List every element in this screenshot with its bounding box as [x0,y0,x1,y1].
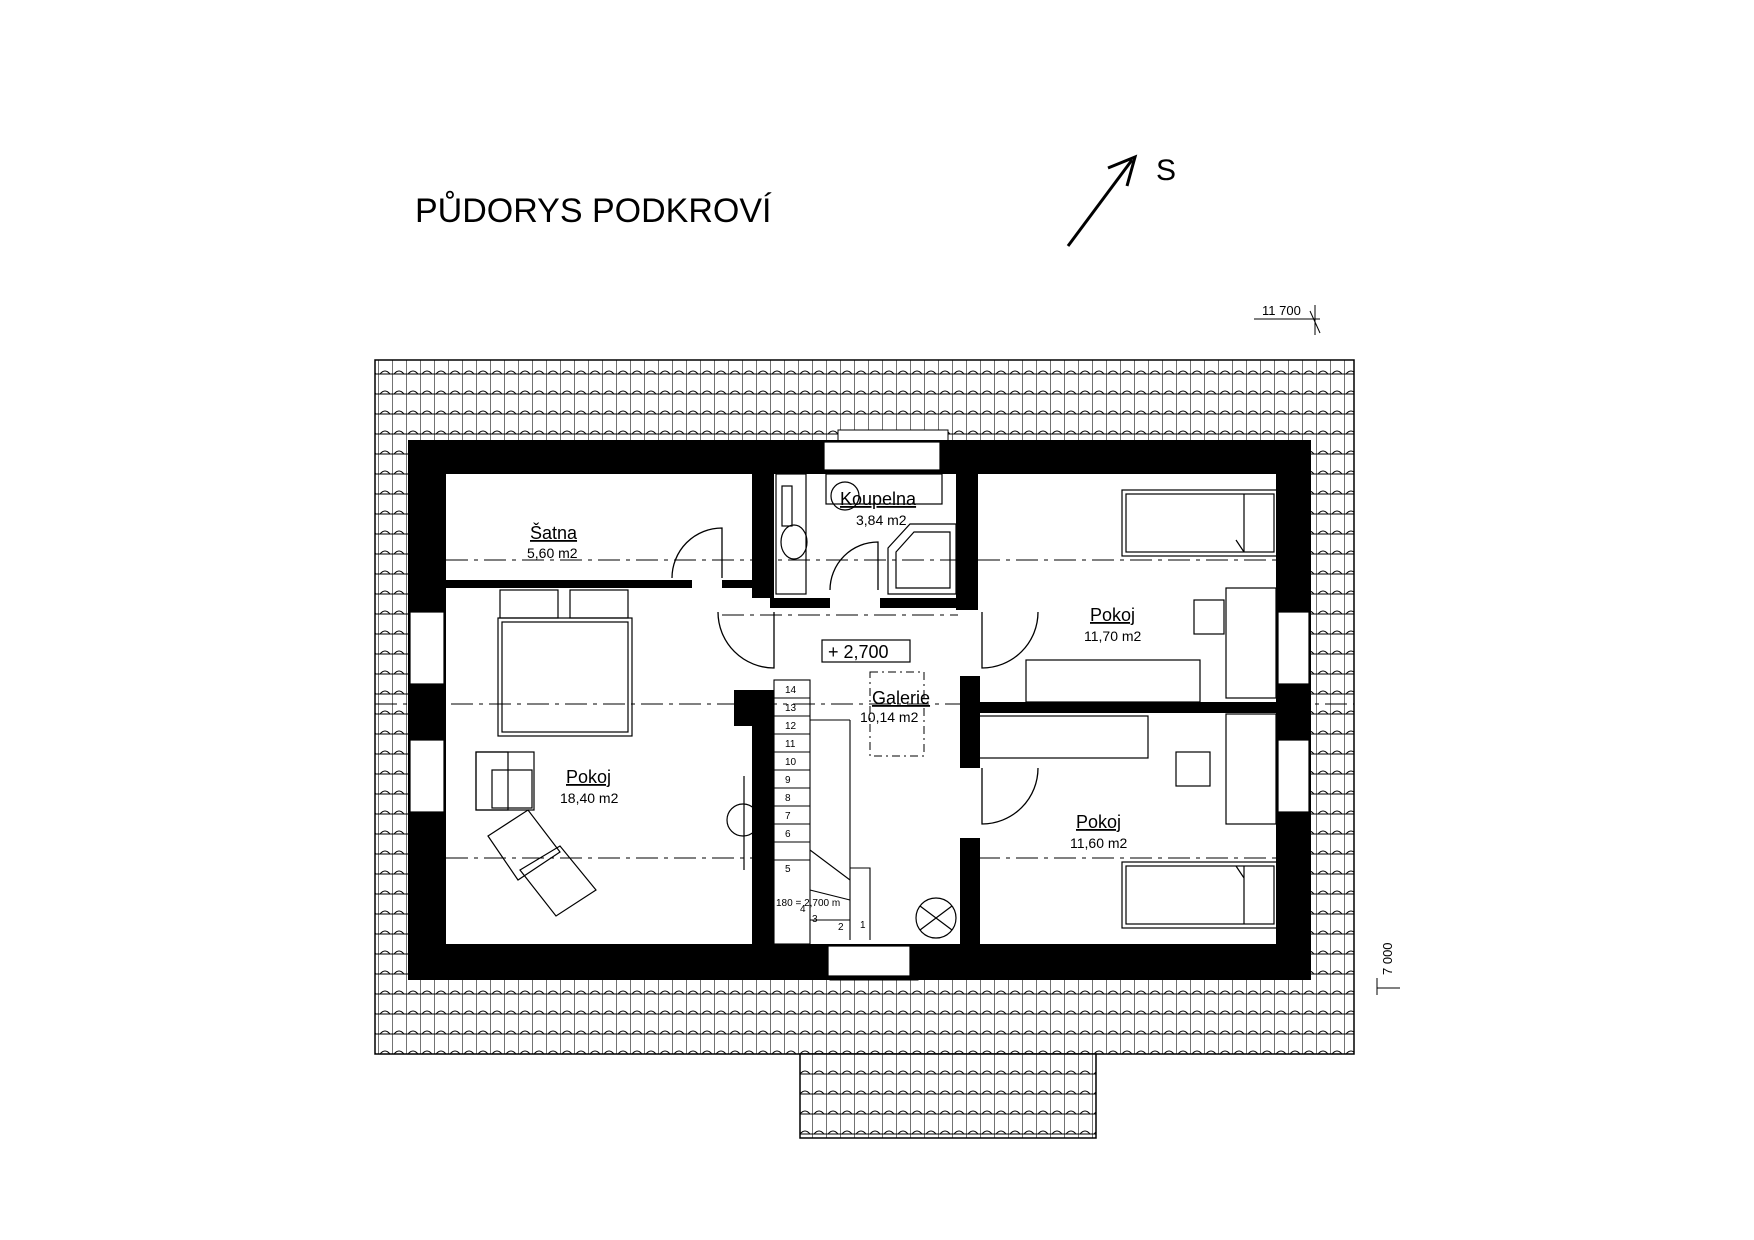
level-tag-box [821,639,911,663]
stair-step-14: 14 [785,685,797,696]
side-windows [409,611,1310,813]
top-elevation-label: 11 700 [1262,303,1301,318]
plan-title: PŮDORYS PODKROVÍ [415,191,772,230]
stair-step-9: 9 [785,775,791,786]
stair-step-7: 7 [785,811,791,822]
stair-step-8: 8 [785,793,791,804]
level-tag: + 2,700 [828,642,889,662]
side-elevation-label: 7 000 [1380,942,1395,975]
stair-step-4: 4 [800,904,806,915]
room-koupelna-name: Koupelna [840,489,917,509]
room-satna-area: 5,60 m2 [527,545,578,561]
stair-step-11: 11 [785,739,796,750]
stair-step-13: 13 [785,703,797,714]
staircase [773,679,871,945]
dashed-lines [375,559,1354,859]
room-pokoj-right-top-area: 11,70 m2 [1084,628,1142,644]
room-galerie-name: Galerie [872,688,930,708]
stair-note: 180 = 2,700 m [776,898,840,909]
room-pokoj-right-bottom-name: Pokoj [1076,812,1121,832]
room-koupelna-area: 3,84 m2 [856,512,907,528]
north-arrow-icon [1066,154,1138,247]
room-satna-name: Šatna [530,522,578,543]
stair-step-3: 3 [812,914,818,925]
furniture-left-room [475,589,760,917]
bathroom-fixtures [775,473,957,595]
stair-step-10: 10 [785,757,797,768]
top-elevation-marker [1254,305,1321,335]
stair-step-6: 6 [785,829,791,840]
north-label: S [1156,154,1176,187]
stair-step-5: 5 [785,864,791,875]
room-pokoj-right-bottom-area: 11,60 m2 [1070,835,1128,851]
room-pokoj-left-name: Pokoj [566,767,611,787]
galerie-opening [869,671,925,757]
skylights [823,441,941,977]
room-galerie-area: 10,14 m2 [860,709,919,725]
room-pokoj-left-area: 18,40 m2 [560,790,619,806]
room-pokoj-right-top-name: Pokoj [1090,605,1135,625]
stair-step-1: 1 [860,920,866,931]
stair-step-numbers: 14 13 12 11 10 9 8 7 6 5 4 3 2 1 [785,685,866,933]
stair-step-12: 12 [785,721,797,732]
stair-step-2: 2 [838,922,844,933]
interior-walls [446,474,1276,944]
door-swings [671,527,1039,825]
furniture-right-rooms [915,489,1279,939]
side-elevation-marker [1376,978,1400,995]
